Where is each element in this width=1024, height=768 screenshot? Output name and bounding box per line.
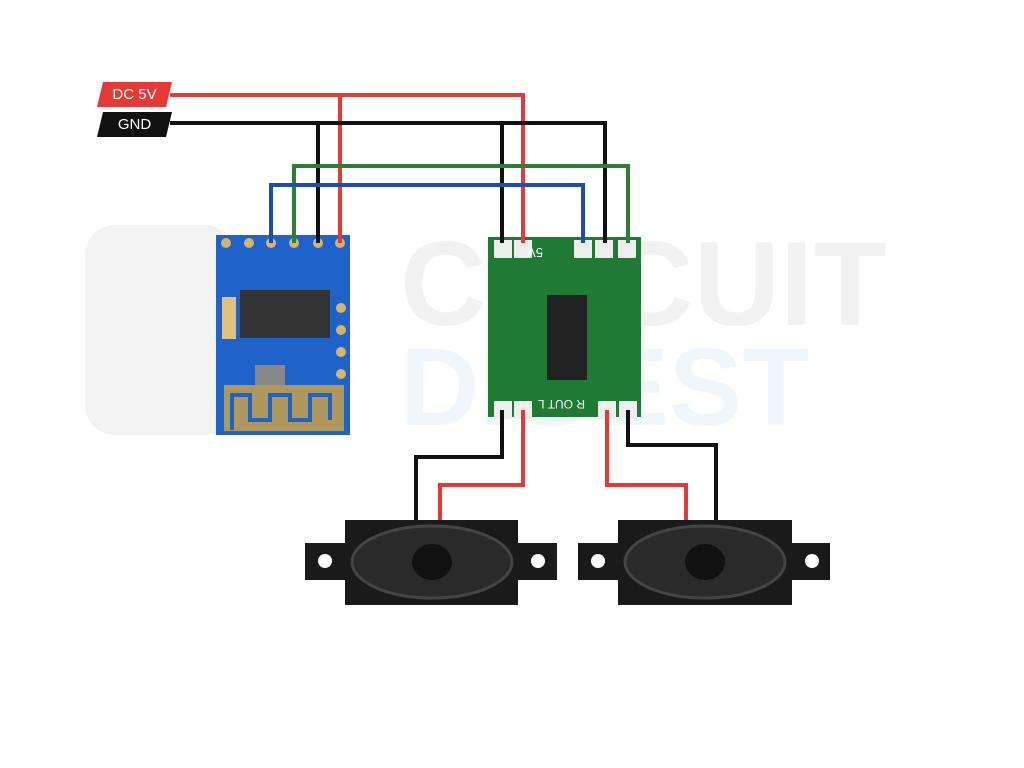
right-signal-wire (269, 183, 585, 243)
right-speaker-positive-wire (438, 410, 525, 520)
speaker-left-channel (578, 520, 830, 605)
svg-text:CIRCUIT: CIRCUIT (400, 217, 887, 351)
dc-5v-label: DC 5V (97, 82, 172, 107)
speaker-right-channel (305, 520, 557, 605)
amp-output-label: R OUT L (538, 397, 585, 411)
bluetooth-audio-module (216, 235, 350, 435)
gnd-label: GND (97, 112, 172, 137)
left-speaker-negative-wire (626, 410, 718, 520)
left-speaker-positive-wire (605, 410, 688, 520)
right-speaker-negative-wire (414, 410, 504, 520)
power-wire (170, 93, 525, 243)
amp-5v-label: 5V (527, 245, 543, 260)
pam8403-amplifier-module: 5V R OUT L (488, 237, 641, 419)
watermark-logo: CIRCUIT DIGEST (85, 217, 887, 449)
left-signal-wire (292, 164, 630, 243)
